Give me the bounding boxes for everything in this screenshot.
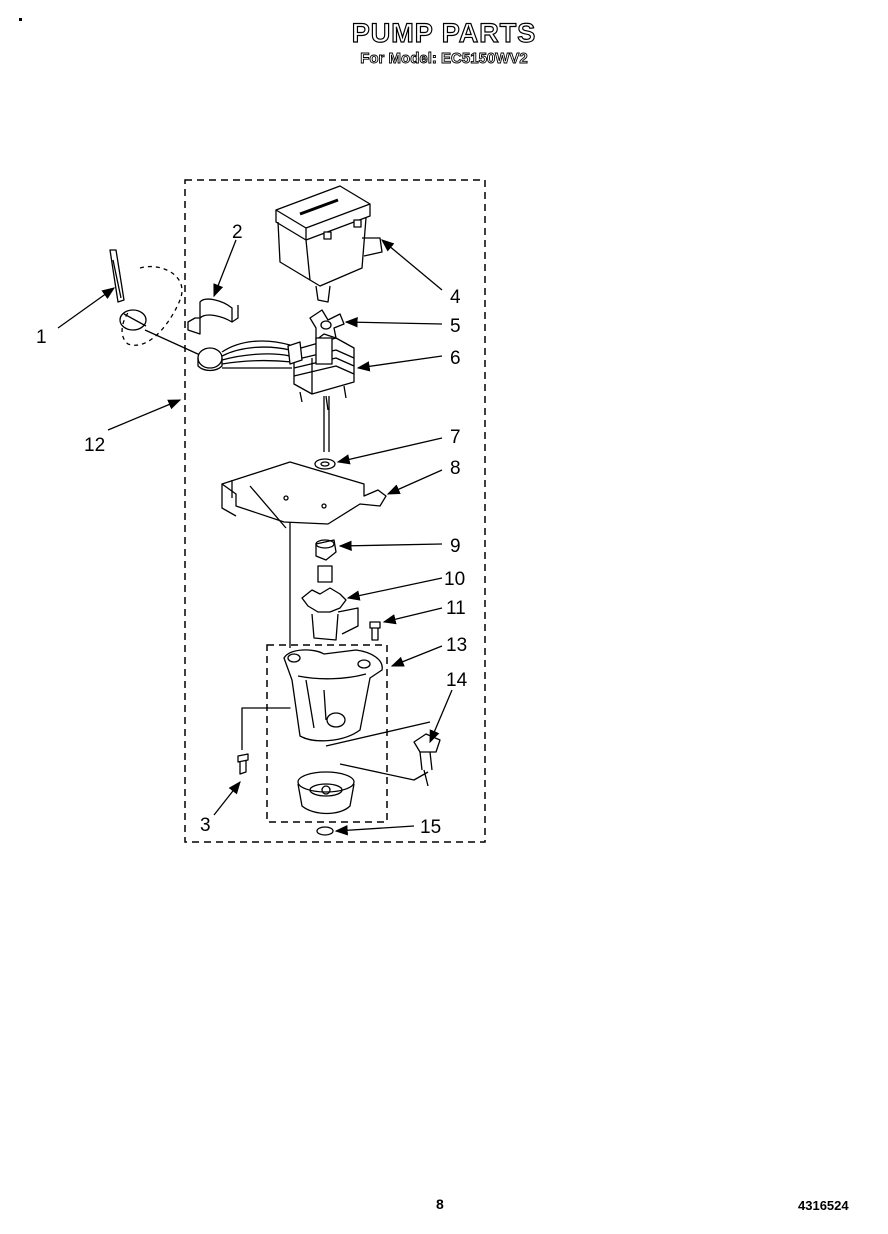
leader-10 — [346, 577, 443, 601]
pump-housing-border — [266, 644, 388, 823]
leader-11 — [382, 607, 443, 625]
leader-1 — [57, 287, 116, 329]
leader-14 — [429, 689, 453, 744]
leader-4 — [381, 239, 443, 291]
corner-mark — [19, 18, 22, 21]
part-screw-small — [369, 621, 381, 641]
part-fan — [309, 309, 345, 341]
part-washer — [314, 458, 336, 470]
part-wire-harness — [197, 340, 293, 372]
part-impeller — [301, 565, 359, 641]
callout-8: 8 — [450, 458, 461, 479]
leader-3 — [213, 780, 241, 816]
page-number: 8 — [436, 1196, 444, 1212]
leader-12 — [107, 399, 182, 431]
leader-9 — [338, 540, 443, 551]
leader-15 — [334, 825, 415, 836]
callout-10: 10 — [444, 569, 465, 590]
callout-15: 15 — [420, 817, 441, 838]
callout-11: 11 — [446, 598, 466, 619]
leader-8 — [386, 469, 443, 495]
leader-7 — [336, 437, 443, 465]
leader-13 — [390, 645, 443, 667]
part-pump-base — [297, 771, 355, 815]
part-screw — [237, 707, 291, 775]
part-motor — [287, 337, 355, 452]
callout-9: 9 — [450, 536, 461, 557]
part-valve — [339, 733, 441, 787]
callout-3: 3 — [200, 815, 211, 836]
part-motor-cap — [275, 185, 383, 303]
part-terminal — [109, 249, 201, 356]
part-o-ring — [316, 826, 334, 836]
leader-5 — [344, 317, 443, 328]
callout-12: 12 — [84, 435, 105, 456]
part-clamp — [187, 298, 239, 335]
callout-5: 5 — [450, 316, 461, 337]
leader-6 — [356, 355, 443, 372]
part-grommet — [315, 539, 337, 561]
leader-2 — [213, 239, 237, 298]
callout-1: 1 — [36, 327, 47, 348]
callout-7: 7 — [450, 427, 461, 448]
callout-2: 2 — [232, 222, 243, 243]
callout-14: 14 — [446, 670, 468, 691]
part-bracket — [221, 461, 387, 648]
document-number: 4316524 — [798, 1198, 849, 1213]
callout-4: 4 — [450, 287, 461, 308]
outer-assembly-border — [184, 179, 486, 843]
callout-6: 6 — [450, 348, 461, 369]
page-title: PUMP PARTS — [351, 17, 537, 48]
model-subtitle: For Model: EC5150WV2 — [360, 50, 528, 68]
part-pump-housing — [283, 649, 431, 747]
callout-13: 13 — [446, 635, 467, 656]
